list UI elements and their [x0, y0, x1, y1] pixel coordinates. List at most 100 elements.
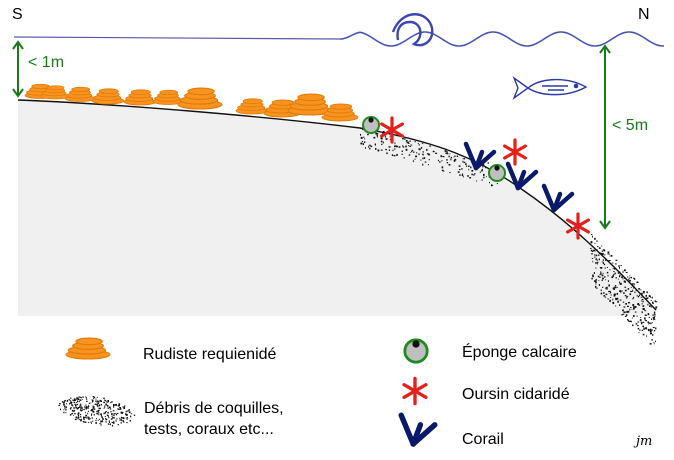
debris-speck [645, 327, 647, 330]
debris-speck [604, 254, 606, 256]
debris-speck [461, 168, 463, 170]
debris-speck [619, 304, 621, 306]
debris-speck [117, 424, 119, 426]
debris-speck [640, 300, 642, 302]
debris-speck [116, 418, 118, 420]
debris-speck [597, 275, 600, 277]
debris-speck [433, 150, 435, 152]
debris-speck [376, 134, 378, 137]
debris-speck [601, 252, 603, 255]
south-label: S [12, 6, 23, 23]
debris-speck [112, 417, 114, 419]
debris-speck [644, 297, 646, 299]
debris-speck [112, 413, 114, 415]
debris-speck [617, 272, 620, 274]
debris-speck [482, 165, 484, 168]
debris-speck [98, 407, 100, 409]
debris-speck [642, 325, 644, 327]
debris-speck [99, 407, 101, 410]
debris-speck [83, 409, 85, 410]
debris-speck [651, 329, 653, 331]
debris-speck [370, 145, 373, 148]
debris-speck [645, 295, 647, 297]
legend-debris-line-1: Débris de coquilles, [144, 400, 284, 417]
debris-speck [462, 173, 463, 175]
debris-speck [129, 420, 131, 422]
debris-speck [118, 405, 120, 407]
debris-speck [116, 412, 119, 414]
debris-speck [98, 404, 100, 407]
debris-speck [485, 166, 487, 169]
debris-speck [602, 272, 604, 275]
debris-speck [368, 145, 370, 148]
debris-speck [93, 396, 96, 399]
debris-speck [428, 159, 430, 161]
debris-speck [423, 157, 426, 159]
debris-speck [93, 414, 95, 416]
debris-speck [449, 153, 451, 155]
debris-speck [604, 296, 607, 298]
debris-speck [607, 251, 610, 254]
debris-speck [637, 321, 640, 323]
debris-speck [471, 173, 473, 176]
debris-speck [594, 242, 596, 244]
debris-speck [105, 417, 107, 420]
debris-speck [640, 289, 642, 291]
debris-speck [633, 277, 635, 279]
debris-speck [605, 293, 608, 296]
debris-speck [87, 412, 89, 415]
debris-speck [649, 305, 651, 307]
debris-speck [591, 250, 594, 252]
debris-speck [95, 420, 97, 421]
debris-speck [112, 422, 115, 424]
legend-debris-label: Débris de coquilles, tests, coraux etc..… [144, 398, 284, 440]
debris-speck [76, 407, 79, 410]
debris-speck [121, 412, 123, 414]
debris-speck [364, 138, 366, 140]
debris-speck [108, 420, 110, 422]
debris-speck [621, 314, 623, 316]
debris-speck [116, 413, 118, 416]
debris-speck [653, 318, 654, 321]
debris-speck [655, 301, 658, 303]
debris-speck [638, 331, 640, 334]
debris-speck [412, 160, 414, 163]
debris-speck [598, 280, 600, 282]
debris-speck [650, 332, 652, 335]
debris-speck [442, 156, 445, 158]
debris-speck [122, 420, 124, 422]
debris-speck [87, 407, 89, 409]
debris-speck [415, 155, 418, 158]
debris-speck [459, 174, 461, 176]
debris-speck [402, 146, 404, 148]
debris-speck [91, 417, 93, 419]
debris-speck [473, 174, 475, 176]
debris-speck [596, 259, 598, 261]
debris-speck [86, 400, 88, 402]
debris-speck [70, 407, 72, 409]
debris-speck [82, 421, 84, 422]
debris-speck [613, 293, 615, 296]
debris-speck [401, 150, 403, 152]
debris-speck [90, 402, 92, 404]
debris-speck [120, 412, 122, 414]
debris-speck [453, 159, 456, 162]
debris-speck [85, 415, 88, 417]
debris-speck [389, 135, 391, 137]
debris-speck [365, 147, 366, 149]
debris-speck [104, 406, 106, 408]
debris-speck [66, 400, 68, 402]
debris-speck [615, 259, 618, 261]
debris-speck [66, 403, 67, 405]
debris-speck [403, 146, 405, 148]
debris-speck [101, 400, 102, 402]
debris-speck [602, 262, 604, 264]
debris-speck [439, 161, 441, 163]
debris-speck [114, 404, 116, 406]
debris-speck [612, 298, 614, 301]
debris-speck [629, 293, 632, 296]
debris-speck [394, 142, 396, 145]
debris-speck [638, 304, 641, 306]
debris-speck [105, 400, 107, 402]
debris-speck [643, 327, 645, 329]
